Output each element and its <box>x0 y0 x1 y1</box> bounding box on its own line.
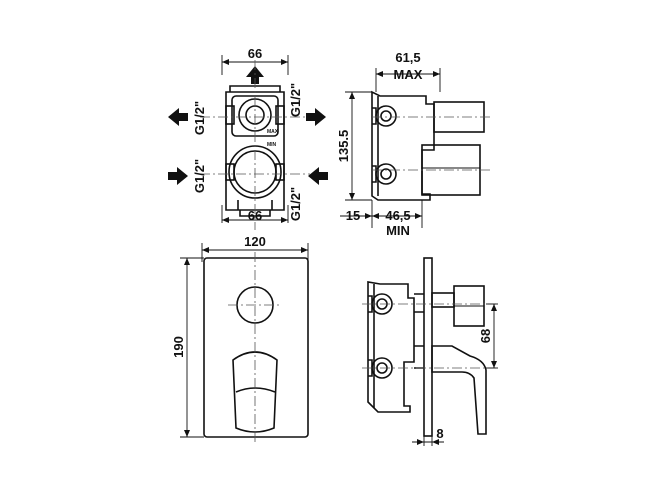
thread-label-left-lower: G1/2" <box>192 159 207 193</box>
height-value: 135.5 <box>336 130 351 163</box>
thread-label-left-upper: G1/2" <box>192 101 207 135</box>
inlet-arrow-right <box>308 167 328 185</box>
side-view-body: 61,5 MAX 135.5 15 46, <box>336 50 490 238</box>
max-marking: MAX <box>267 129 279 135</box>
depth-max-label: MAX <box>394 67 423 82</box>
width-bottom-label: 66 <box>248 208 262 223</box>
front-view-plate: 120 190 <box>171 234 309 442</box>
side-view-assembly: 68 8 <box>362 257 498 446</box>
offset-value: 15 <box>346 208 360 223</box>
outlet-arrow-right <box>306 108 326 126</box>
depth-min-label: MIN <box>386 223 410 238</box>
plate-width-label: 120 <box>244 234 266 249</box>
outlet-arrow-left <box>168 108 188 126</box>
front-view-body: 66 MAX MIN 66 G1/2" <box>168 46 328 230</box>
width-top-label: 66 <box>248 46 262 61</box>
plate-thickness-label: 8 <box>436 426 443 441</box>
inlet-arrow-left <box>168 167 188 185</box>
depth-max-value: 61,5 <box>395 50 420 65</box>
min-marking: MIN <box>267 142 277 148</box>
plate-height-label: 190 <box>171 336 186 358</box>
spacing-label: 68 <box>478 329 493 343</box>
thread-label-right-lower: G1/2" <box>288 187 303 221</box>
thread-label-top: G1/2" <box>288 83 303 117</box>
depth-min-value: 46,5 <box>385 208 410 223</box>
